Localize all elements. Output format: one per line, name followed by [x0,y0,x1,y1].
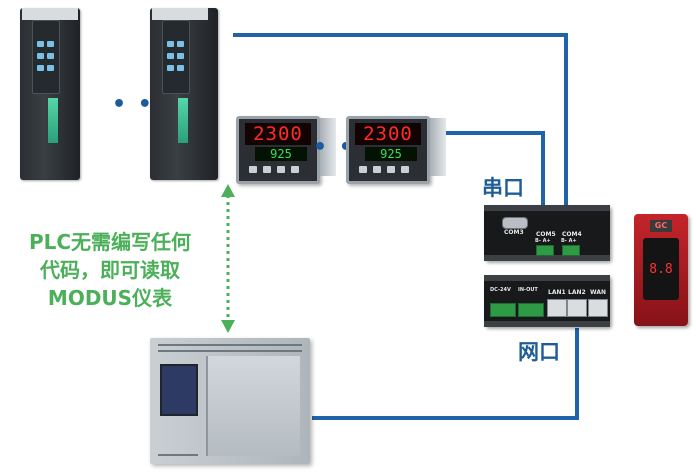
network-port-label: 网口 [518,340,560,364]
port-label-lan1: LAN1 [548,289,566,296]
drive-brand-strip [22,8,78,20]
com4-terminal [562,245,580,256]
port-label-lan2: LAN2 [568,289,586,296]
drive-status-stripe [48,98,58,143]
port-label-wan: WAN [590,289,607,296]
port-label-com4: COM4 [562,231,582,238]
io-terminal [518,303,544,317]
annotation-line-2: 代码，即可读取 [40,258,180,282]
drive-control-panel [162,20,190,94]
meter-sv-display: 925 [255,147,307,161]
meter-to-gateway-line [425,131,545,205]
lan2-port [567,299,587,317]
port-label-io: IN-OUT [518,287,538,293]
gateway-to-plc-line [312,328,579,420]
temperature-meter-1: 2300 925 [236,116,320,184]
display-logo: GC [650,220,672,232]
annotation-line-1: PLC无需编写任何 [28,230,192,254]
meter-sv-display: 925 [365,147,417,161]
drive-to-gateway-line [233,33,568,205]
arrow-down-icon [221,320,235,333]
com4-pins: B- A+ [561,238,577,244]
com5-pins: B- A+ [535,238,551,244]
annotation-text: PLC无需编写任何 代码，即可读取 MODUS仪表 [10,228,210,312]
meter-1-housing [320,118,336,176]
meter-pv-display: 2300 [355,123,421,145]
com5-terminal [536,245,554,256]
plc-display [160,364,198,416]
wan-port [588,299,608,317]
plc-cover [206,356,300,456]
lan1-port [547,299,567,317]
annotation-line-3: MODUS仪表 [47,286,173,310]
drive-status-stripe [178,98,188,143]
port-label-com5: COM5 [536,231,556,238]
inverter-drive-1 [20,8,80,180]
temperature-meter-2: 2300 925 [346,116,430,184]
gateway-serial-module: COM3 COM5 COM4 B- A+ B- A+ [484,205,610,261]
plc-controller [150,338,310,464]
inverter-drive-2 [150,8,218,180]
gateway-network-module: DC-24V IN-OUT LAN1 LAN2 WAN [484,275,610,327]
gateway-display-unit: GC 8.8 [634,214,688,326]
drive-control-panel [32,20,60,94]
port-label-power: DC-24V [490,287,511,293]
db9-connector [502,217,528,229]
display-screen [643,238,679,300]
display-digits: 8.8 [649,262,673,277]
serial-port-label: 串口 [482,176,524,200]
drive-brand-strip [152,8,208,20]
port-label-com3: COM3 [504,229,524,236]
arrow-up-icon [221,184,235,197]
meter-2-housing [430,118,446,176]
meter-pv-display: 2300 [245,123,311,145]
power-terminal [490,303,516,317]
